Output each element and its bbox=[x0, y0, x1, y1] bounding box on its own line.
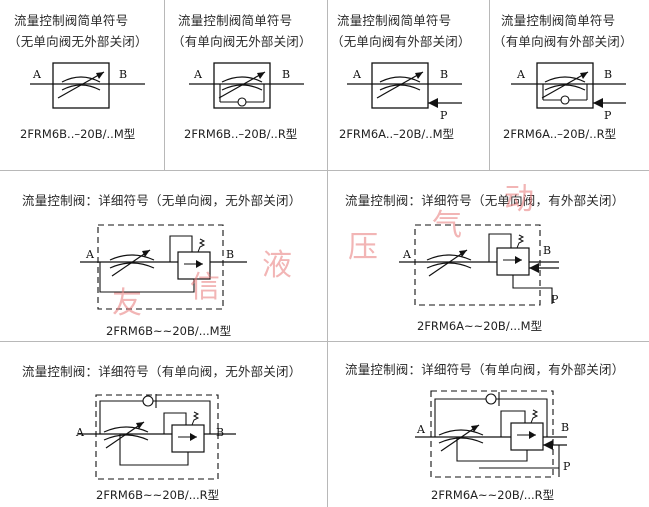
simple-symbol-diagram bbox=[30, 62, 145, 109]
divider-mid bbox=[327, 170, 328, 507]
simple-symbol-diagram bbox=[511, 62, 626, 109]
port-b-label: B bbox=[226, 248, 235, 261]
model-label: 2FRM6A~~20B/...M型 bbox=[417, 319, 543, 333]
port-a-label: A bbox=[76, 426, 84, 439]
port-p-label: P bbox=[551, 293, 559, 306]
port-p-label: P bbox=[440, 109, 448, 122]
detail-title: 流量控制阀：详细符号（有单向阀，无外部关闭） bbox=[22, 364, 302, 379]
detail-symbol-cell-4: 流量控制阀：详细符号（有单向阀，有外部关闭） A B P 2FRM6A~~20B… bbox=[327, 341, 649, 507]
simple-title: 流量控制阀简单符号 bbox=[178, 13, 293, 28]
port-a-label: A bbox=[417, 423, 425, 436]
detail-title: 流量控制阀：详细符号（有单向阀，有外部关闭） bbox=[345, 362, 625, 377]
simple-subtitle: （有单向阀无外部关闭） bbox=[172, 34, 312, 49]
divider-top-2 bbox=[327, 0, 328, 170]
port-a-label: A bbox=[517, 68, 525, 81]
detail-title: 流量控制阀：详细符号（无单向阀，无外部关闭） bbox=[22, 193, 302, 208]
simple-title: 流量控制阀简单符号 bbox=[501, 13, 616, 28]
watermark-char: 液 bbox=[262, 248, 292, 283]
port-a-label: A bbox=[353, 68, 361, 81]
divider-top-1 bbox=[164, 0, 165, 170]
port-b-label: B bbox=[119, 68, 128, 81]
model-label: 2FRM6B..–20B/..M型 bbox=[20, 127, 136, 141]
port-a-label: A bbox=[194, 68, 202, 81]
simple-symbol-diagram bbox=[347, 62, 462, 109]
port-a-label: A bbox=[403, 248, 411, 261]
watermark-char: 压 bbox=[348, 230, 378, 265]
port-b-label: B bbox=[216, 426, 225, 439]
port-a-label: A bbox=[33, 68, 41, 81]
simple-symbol-cell-2: 流量控制阀简单符号 （有单向阀无外部关闭） A B 2FRM6B..–20B/.… bbox=[164, 0, 327, 170]
detail-symbol-diagram bbox=[399, 224, 559, 306]
watermark-char: 信 bbox=[190, 270, 220, 305]
port-b-label: B bbox=[561, 421, 570, 434]
simple-symbol-cell-3: 流量控制阀简单符号 （无单向阀有外部关闭） A B P 2FRM6A..–20B… bbox=[327, 0, 489, 170]
port-a-label: A bbox=[86, 248, 94, 261]
simple-title: 流量控制阀简单符号 bbox=[337, 13, 452, 28]
simple-subtitle: （无单向阀有外部关闭） bbox=[331, 34, 471, 49]
simple-symbol-cell-1: 流量控制阀简单符号 （无单向阀无外部关闭） A B 2FRM6B..–20B/.… bbox=[0, 0, 164, 170]
model-label: 2FRM6A~~20B/...R型 bbox=[431, 488, 555, 502]
watermark-char: 动 bbox=[504, 182, 534, 217]
model-label: 2FRM6B~~20B/...M型 bbox=[106, 324, 232, 338]
simple-symbol-diagram bbox=[189, 62, 304, 109]
port-b-label: B bbox=[282, 68, 291, 81]
model-label: 2FRM6B~~20B/...R型 bbox=[96, 488, 220, 502]
divider-row2 bbox=[0, 341, 649, 342]
detail-symbol-cell-2: 流量控制阀：详细符号（无单向阀，有外部关闭） A B P 2FRM6A~~20B… bbox=[327, 170, 649, 341]
detail-symbol-diagram bbox=[78, 394, 236, 480]
detail-symbol-diagram bbox=[415, 390, 567, 478]
detail-title: 流量控制阀：详细符号（无单向阀，有外部关闭） bbox=[345, 193, 625, 208]
simple-symbol-cell-4: 流量控制阀简单符号 （有单向阀有外部关闭） A B P 2FRM6A..–20B… bbox=[489, 0, 649, 170]
port-b-label: B bbox=[440, 68, 449, 81]
detail-symbol-cell-1: 流量控制阀：详细符号（无单向阀，无外部关闭） A B 2FRM6B~~20B/.… bbox=[0, 170, 327, 341]
simple-subtitle: （有单向阀有外部关闭） bbox=[493, 34, 633, 49]
model-label: 2FRM6B..–20B/..R型 bbox=[184, 127, 298, 141]
port-p-label: P bbox=[604, 109, 612, 122]
divider-top-3 bbox=[489, 0, 490, 170]
model-label: 2FRM6A..–20B/..M型 bbox=[339, 127, 455, 141]
model-label: 2FRM6A..–20B/..R型 bbox=[503, 127, 617, 141]
divider-row1 bbox=[0, 170, 649, 171]
port-p-label: P bbox=[563, 460, 571, 473]
watermark-char: 气 bbox=[432, 208, 462, 243]
port-b-label: B bbox=[604, 68, 613, 81]
detail-symbol-diagram bbox=[80, 224, 247, 310]
simple-subtitle: （无单向阀无外部关闭） bbox=[8, 34, 148, 49]
port-b-label: B bbox=[543, 244, 552, 257]
watermark-char: 友 bbox=[112, 286, 142, 321]
simple-title: 流量控制阀简单符号 bbox=[14, 13, 129, 28]
detail-symbol-cell-3: 流量控制阀：详细符号（有单向阀，无外部关闭） A B 2FRM6B~~20B/.… bbox=[0, 341, 327, 507]
